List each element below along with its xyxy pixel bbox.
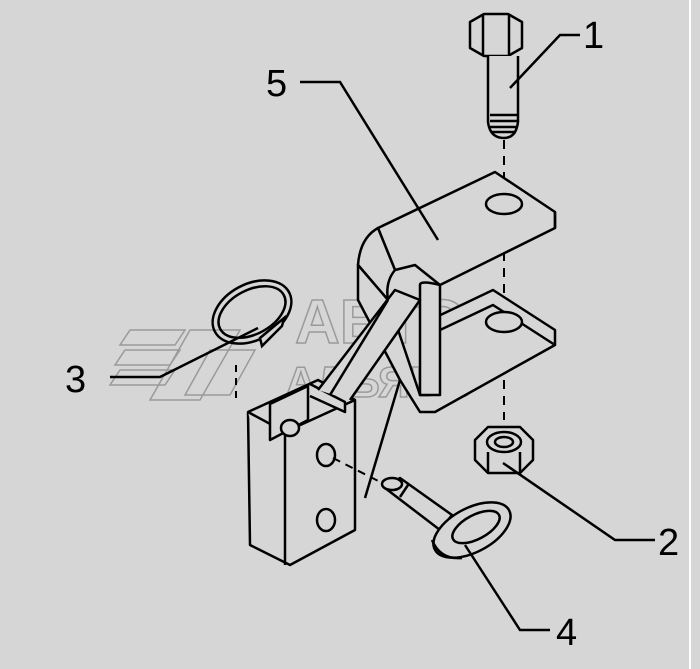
leader-1 bbox=[509, 33, 580, 89]
leader-2 bbox=[502, 461, 655, 542]
pin-part bbox=[380, 476, 512, 560]
bolt-part bbox=[468, 12, 524, 140]
hinge-block-part bbox=[246, 288, 422, 567]
leader-4 bbox=[463, 544, 550, 632]
spring-ring-part bbox=[211, 279, 293, 349]
callout-3: 3 bbox=[65, 359, 86, 401]
callout-4: 4 bbox=[556, 612, 577, 654]
nut-part bbox=[473, 425, 535, 475]
callout-5: 5 bbox=[266, 63, 287, 105]
pin-axis bbox=[332, 457, 393, 489]
leader-5 bbox=[300, 80, 440, 241]
callout-1: 1 bbox=[583, 15, 604, 57]
leader-lines bbox=[110, 33, 655, 632]
leader-3 bbox=[110, 326, 259, 379]
callout-2: 2 bbox=[658, 522, 679, 564]
bracket-part bbox=[356, 170, 557, 414]
